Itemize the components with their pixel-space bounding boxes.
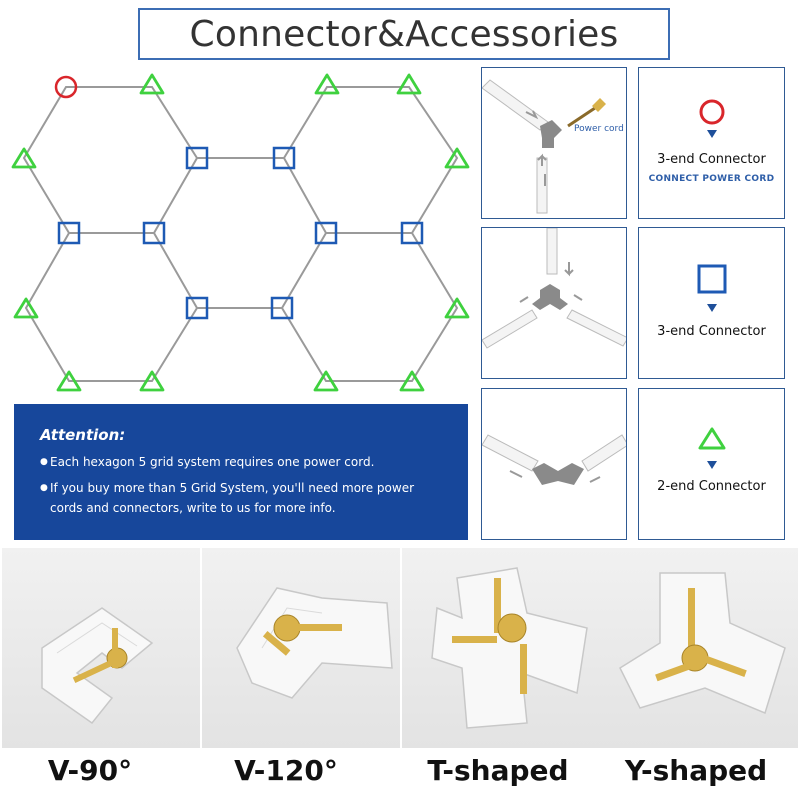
photo-t-shaped-connector (402, 548, 600, 748)
triangle-marker-icon (314, 73, 340, 95)
triangle-marker-icon (444, 297, 470, 319)
attention-item-text: Each hexagon 5 grid system requires one … (50, 455, 375, 469)
triangle-icon (698, 427, 726, 450)
triangle-marker-icon (139, 73, 165, 95)
v90-connector-image (41, 607, 154, 725)
attention-item-text: If you buy more than 5 Grid System, you'… (50, 481, 415, 515)
attention-item: ● Each hexagon 5 grid system requires on… (40, 452, 442, 472)
bullet-icon: ● (40, 483, 48, 493)
legend-panel-square: 3-end Connector (638, 227, 785, 379)
square-marker-icon (57, 221, 81, 245)
attention-title: Attention: (40, 426, 126, 444)
title-banner: Connector&Accessories (138, 8, 670, 60)
square-marker-icon (270, 296, 294, 320)
hexagon-top-left (22, 86, 199, 234)
legend-sublabel: CONNECT POWER CORD (648, 174, 775, 184)
triangle-marker-icon (11, 147, 37, 169)
arrow-down-icon (707, 461, 717, 469)
arrow-down-icon (707, 304, 717, 312)
square-marker-icon (185, 296, 209, 320)
triangle-marker-icon (396, 73, 422, 95)
square-marker-icon (185, 146, 209, 170)
triangle-marker-icon (56, 370, 82, 392)
attention-item: ● If you buy more than 5 Grid System, yo… (40, 478, 442, 518)
assembly-panel-power-cord: Power cord (481, 67, 627, 219)
v120-connector-image (236, 587, 393, 699)
y-connector-icon (540, 120, 562, 148)
t-shaped-connector-image (431, 567, 588, 729)
connector-caption-v120: V-120° (234, 754, 338, 787)
arrow-down-icon (707, 130, 717, 138)
square-icon (697, 264, 727, 294)
attention-box: Attention: ● Each hexagon 5 grid system … (14, 404, 468, 540)
connector-caption-y-shaped: Y-shaped (624, 754, 768, 787)
v-connector-2-end-illustration (482, 434, 626, 485)
triangle-marker-icon (139, 370, 165, 392)
photo-y-shaped-connector (600, 548, 798, 748)
legend-label: 3-end Connector (657, 324, 766, 339)
legend-panel-circle: 3-end Connector CONNECT POWER CORD (638, 67, 785, 219)
triangle-marker-icon (444, 147, 470, 169)
v-connector-icon (532, 463, 584, 485)
connector-caption-t-shaped: T-shaped (427, 754, 569, 787)
y-connector-icon (532, 284, 568, 310)
y-shaped-connector-image (619, 572, 786, 715)
legend-panel-triangle: 2-end Connector (638, 388, 785, 540)
square-marker-icon (272, 146, 296, 170)
hexagon-top-right (282, 86, 459, 234)
assembly-panel-3-end (481, 227, 627, 379)
legend-label: 2-end Connector (657, 479, 766, 494)
assembly-panel-2-end (481, 388, 627, 540)
square-marker-icon (400, 221, 424, 245)
hexagon-layout-diagram (11, 73, 470, 392)
square-marker-icon (314, 221, 338, 245)
circle-marker-icon (54, 75, 78, 99)
hexagon-bottom-right (280, 232, 459, 382)
bullet-icon: ● (40, 457, 48, 467)
connector-caption-v90: V-90° (47, 754, 133, 787)
square-marker-icon (142, 221, 166, 245)
hexagon-bottom-left (24, 232, 199, 382)
legend-label: 3-end Connector (657, 152, 766, 167)
y-connector-3-end-illustration (482, 228, 626, 349)
circle-icon (699, 99, 725, 125)
power-cord-label: Power cord (574, 124, 624, 134)
power-cord-icon (567, 106, 596, 128)
y-connector-power-cord-illustration (482, 79, 606, 214)
triangle-marker-icon (313, 370, 339, 392)
photo-v90-connector (2, 548, 200, 748)
photo-v120-connector (202, 548, 400, 748)
triangle-marker-icon (399, 370, 425, 392)
hexagon-outlines (22, 86, 459, 382)
page-title: Connector&Accessories (189, 13, 619, 55)
triangle-marker-icon (13, 297, 39, 319)
